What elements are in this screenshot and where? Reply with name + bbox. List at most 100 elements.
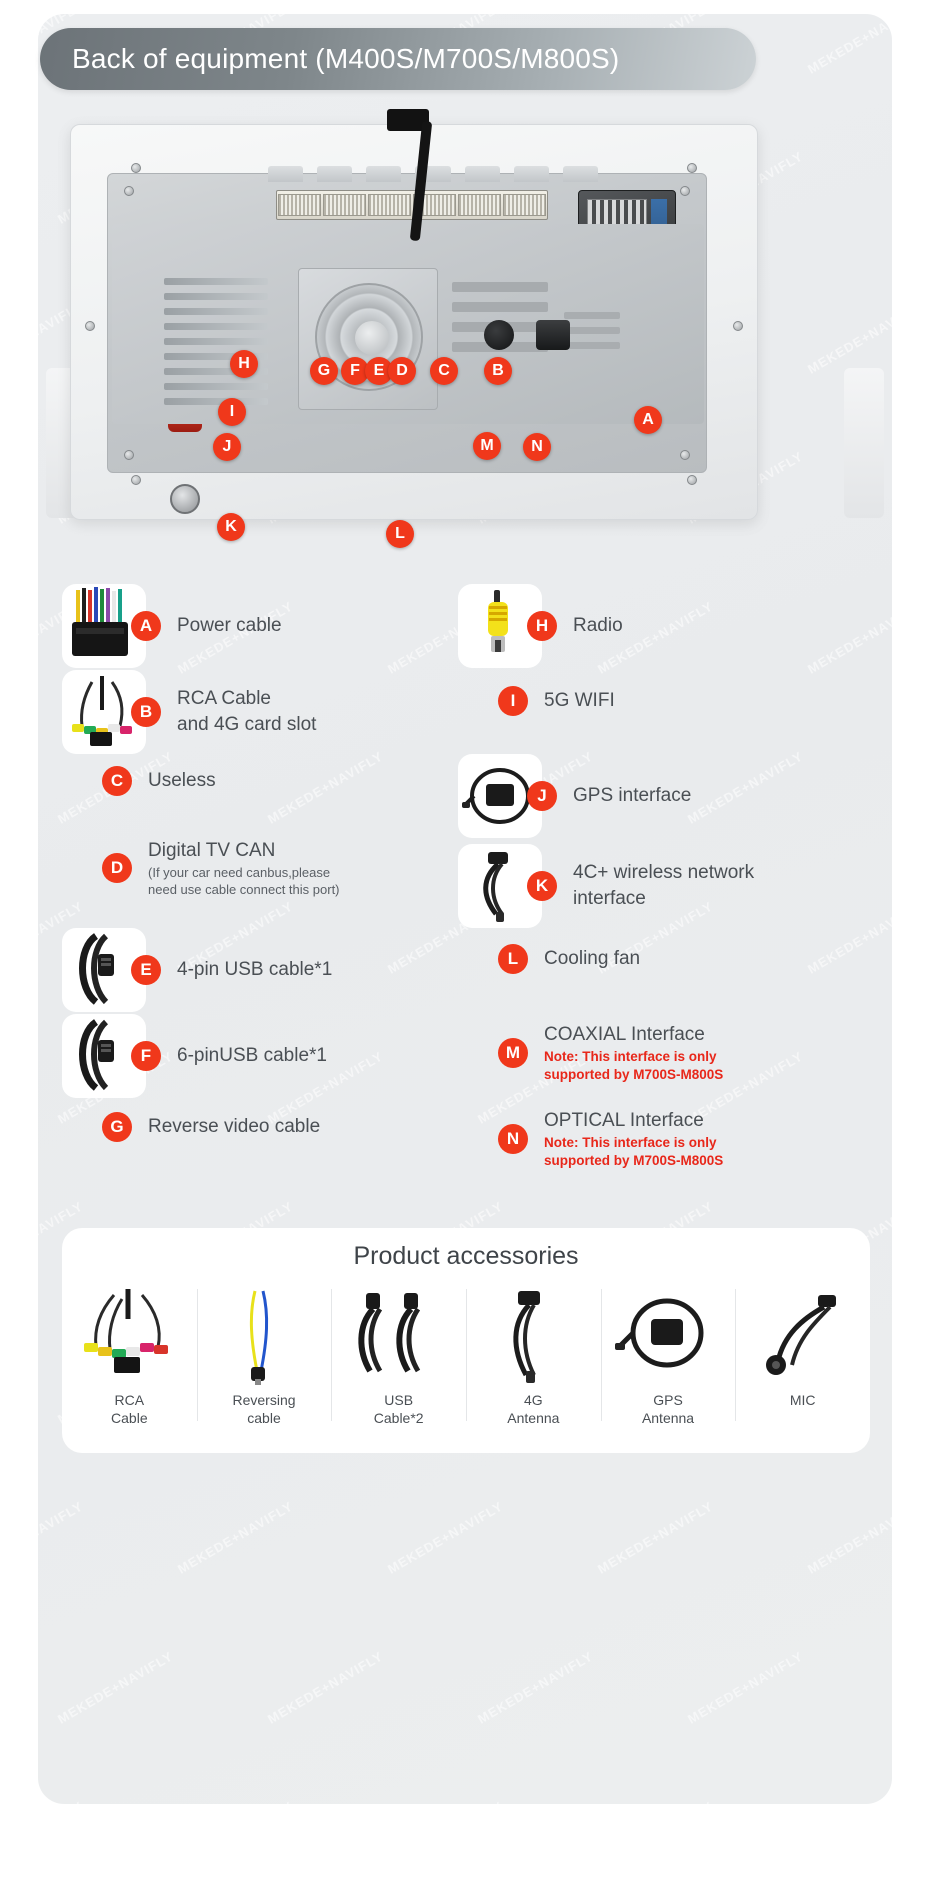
- callout-pin-g[interactable]: G: [310, 357, 338, 385]
- accessory-image-microphone: [735, 1283, 870, 1391]
- watermark-text: MEKEDE+NAVIFLY: [595, 1798, 716, 1877]
- watermark-text: MEKEDE+NAVIFLY: [895, 1648, 930, 1727]
- legend-text: 5G WIFI: [544, 688, 615, 714]
- screw-icon: [680, 450, 690, 460]
- callout-pin-m[interactable]: M: [473, 432, 501, 460]
- legend-badge-d: D: [102, 853, 132, 883]
- optical-port: [536, 320, 570, 350]
- legend-note: Note: This interface is only: [544, 1135, 717, 1150]
- callout-pin-a[interactable]: A: [634, 406, 662, 434]
- legend-item-a[interactable]: A Power cable: [62, 584, 282, 668]
- legend-item-e[interactable]: E 4-pin USB cable*1: [62, 928, 332, 1012]
- legend-title: Radio: [573, 615, 623, 636]
- legend-text: Power cable: [177, 613, 282, 639]
- legend-badge-f: F: [131, 1041, 161, 1071]
- callout-pin-n[interactable]: N: [523, 433, 551, 461]
- vent-slots-right: [564, 312, 620, 357]
- callout-pin-c[interactable]: C: [430, 357, 458, 385]
- coaxial-port: [484, 320, 514, 350]
- fan-hub: [355, 321, 389, 355]
- screw-icon: [131, 475, 141, 485]
- legend-badge-a: A: [131, 611, 161, 641]
- legend-note: supported by M700S-M800S: [544, 1153, 724, 1168]
- legend-badge-m: M: [498, 1038, 528, 1068]
- legend-title: 4C+ wireless network: [573, 862, 755, 883]
- device-rear-panel: [107, 166, 707, 514]
- panel-clips: [268, 166, 598, 182]
- thumbnail-wireless-antenna-cable: [458, 844, 542, 928]
- legend-item-f[interactable]: F 6-pinUSB cable*1: [62, 1014, 327, 1098]
- callout-pin-l[interactable]: L: [386, 520, 414, 548]
- screw-icon: [687, 475, 697, 485]
- legend-badge-g: G: [102, 1112, 132, 1142]
- legend-badge-l: L: [498, 944, 528, 974]
- legend-note: Note: This interface is only: [544, 1049, 717, 1064]
- accessories-title: Product accessories: [353, 1242, 579, 1270]
- callout-pin-b[interactable]: B: [484, 357, 512, 385]
- legend-badge-c: C: [102, 766, 132, 796]
- legend-text: Reverse video cable: [148, 1114, 320, 1140]
- legend-title: Cooling fan: [544, 948, 641, 969]
- legend-item-g[interactable]: G Reverse video cable: [62, 1112, 320, 1142]
- legend-item-l[interactable]: L Cooling fan: [458, 944, 640, 974]
- callout-pin-k[interactable]: K: [217, 513, 245, 541]
- legend-item-j[interactable]: J GPS interface: [458, 754, 691, 838]
- legend-note: supported by M700S-M800S: [544, 1067, 724, 1082]
- legend-text: GPS interface: [573, 783, 691, 809]
- legend-badge-h: H: [527, 611, 557, 641]
- connector-header-strip: [276, 190, 548, 220]
- legend-subtitle: (If your car need canbus,please: [148, 865, 331, 880]
- callout-pin-h[interactable]: H: [230, 350, 258, 378]
- cooling-fan: [298, 268, 438, 410]
- screw-icon: [733, 321, 743, 331]
- legend-badge-k: K: [527, 871, 557, 901]
- screw-icon: [124, 450, 134, 460]
- watermark-text: MEKEDE+NAVIFLY: [175, 1798, 296, 1877]
- legend-title: OPTICAL Interface: [544, 1110, 704, 1131]
- callout-pin-f[interactable]: F: [341, 357, 369, 385]
- legend-text: 6-pinUSB cable*1: [177, 1043, 327, 1069]
- legend-text: 4-pin USB cable*1: [177, 957, 332, 983]
- callout-pin-i[interactable]: I: [218, 398, 246, 426]
- callout-pin-d[interactable]: D: [388, 357, 416, 385]
- accessory-image-gps-antenna: [601, 1283, 736, 1391]
- legend-title: COAXIAL Interface: [544, 1024, 705, 1045]
- accessory-item[interactable]: MIC: [735, 1279, 870, 1445]
- legend-badge-j: J: [527, 781, 557, 811]
- page-title: Back of equipment (M400S/M700S/M800S): [72, 43, 620, 74]
- screw-icon: [85, 321, 95, 331]
- watermark-text: MEKEDE+NAVIFLY: [895, 1048, 930, 1127]
- legend-badge-e: E: [131, 955, 161, 985]
- legend-title: 5G WIFI: [544, 690, 615, 711]
- legend-subtitle: need use cable connect this port): [148, 882, 340, 897]
- watermark-text: MEKEDE+NAVIFLY: [895, 1348, 930, 1427]
- screw-icon: [687, 163, 697, 173]
- legend-item-h[interactable]: H Radio: [458, 584, 623, 668]
- watermark-text: MEKEDE+NAVIFLY: [895, 448, 930, 527]
- watermark-text: MEKEDE+NAVIFLY: [385, 1798, 506, 1877]
- callout-pin-j[interactable]: J: [213, 433, 241, 461]
- cable-plug: [387, 109, 429, 131]
- legend-title-line2: and 4G card slot: [177, 714, 317, 735]
- mount-bracket-right: [844, 368, 884, 518]
